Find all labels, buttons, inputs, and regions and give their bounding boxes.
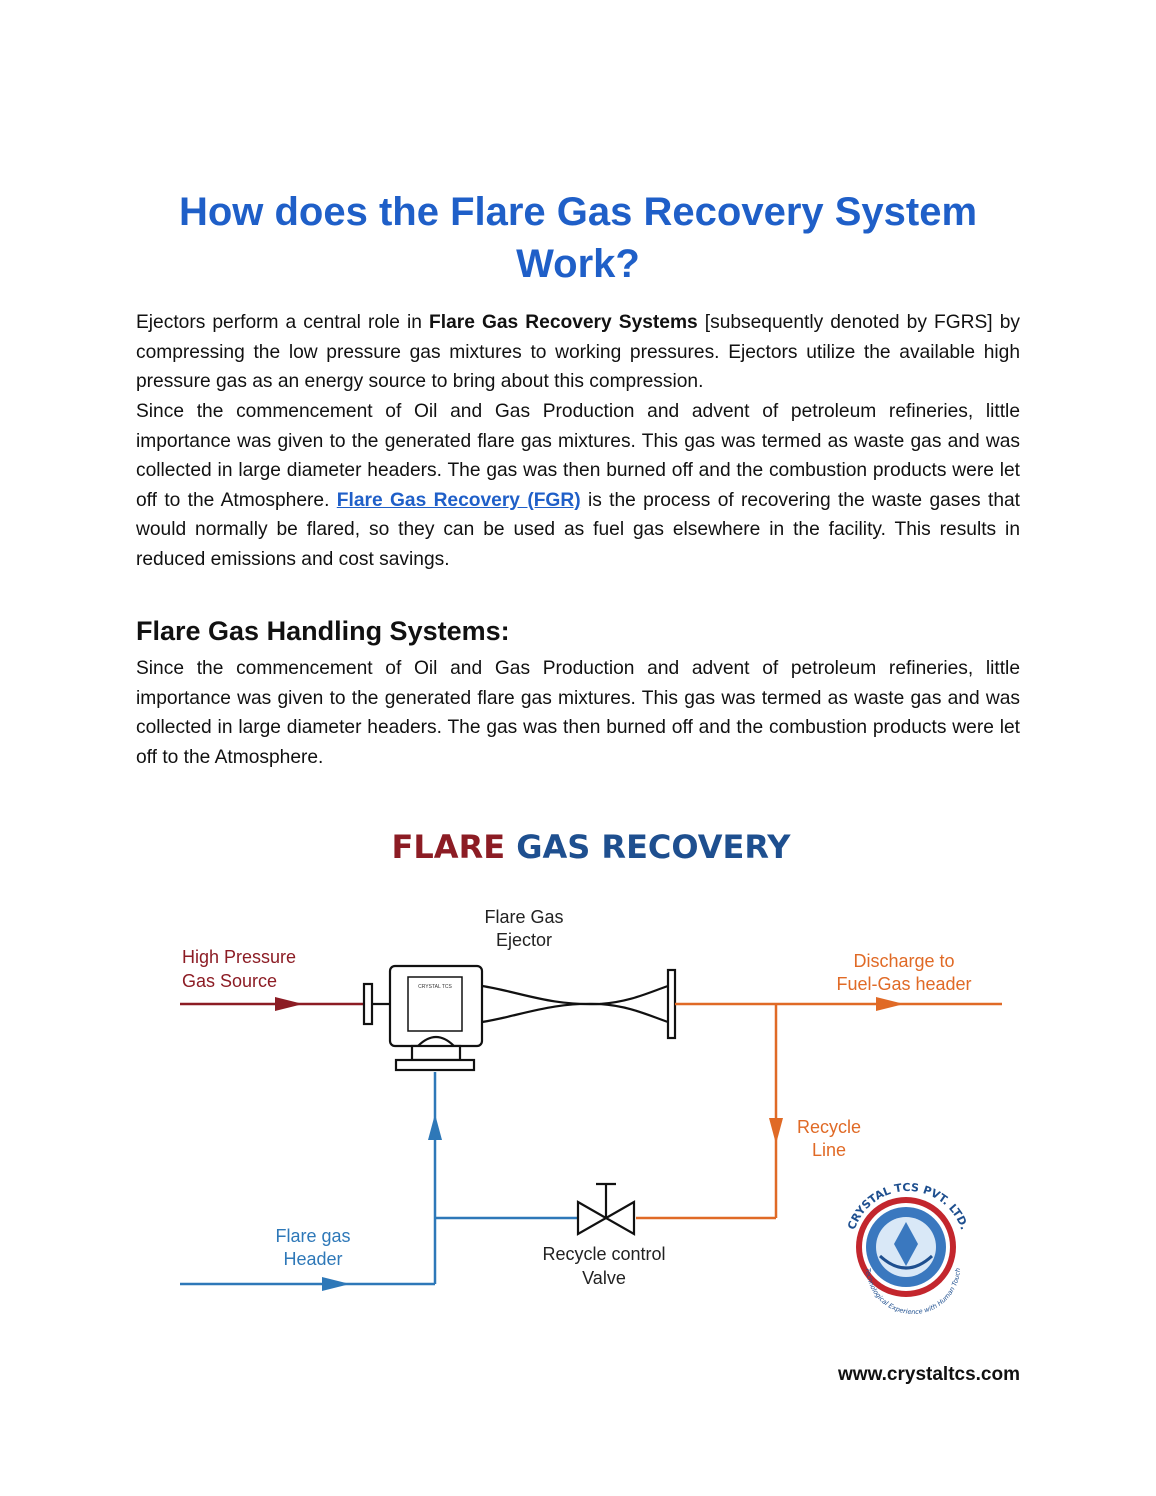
ejector-label-1: Flare Gas [484,907,563,927]
fgr-text-2: is the process of recovering the waste g… [136,489,1020,570]
flare-header-line [180,1072,578,1286]
section-paragraph: Since the commencement of Oil and Gas Pr… [136,658,1020,768]
ejector-body [362,964,677,1072]
footer-website[interactable]: www.crystaltcs.com [838,1364,1020,1385]
diagram-title: FLARE GAS RECOVERY [392,828,792,866]
intro-text-2: [subsequently denoted by FGRS] by compre… [136,312,1020,393]
up-flow-arrow-icon [428,1114,442,1140]
discharge-line [636,1002,1002,1220]
flare-header-label-2: Header [283,1249,342,1269]
valve-label-1: Recycle control [542,1244,665,1264]
page-title: How does the Flare Gas Recovery System W… [178,190,978,286]
flare-flow-arrow-icon [322,1277,350,1291]
intro-paragraph: Ejectors perform a central role in Flare… [136,308,1020,397]
intro-text-1: Ejectors perform a central role in [136,312,430,333]
section-heading: Flare Gas Handling Systems: [136,616,510,646]
valve-label-2: Valve [582,1268,626,1288]
flare-header-label-1: Flare gas [275,1226,350,1246]
ejector-label-2: Ejector [496,930,552,950]
fgr-text-1: Since the commencement of Oil and Gas Pr… [136,401,1020,511]
valve-icon [576,1182,636,1236]
diagram-title-flare: FLARE [392,828,506,866]
recycle-line-label-1: Recycle [797,1117,861,1137]
recycle-flow-arrow-icon [769,1118,783,1144]
fgr-paragraph: Since the commencement of Oil and Gas Pr… [136,397,1020,575]
hp-gas-line [180,997,366,1011]
logo-hand-icon [878,1254,934,1270]
hp-source-label-2: Gas Source [182,971,277,991]
discharge-label-2: Fuel-Gas header [836,974,971,994]
company-logo: CRYSTAL TCS PVT. LTD. Technological Expe… [845,1181,971,1316]
flare-gas-recovery-diagram: FLARE GAS RECOVERY Flare Gas Ejector Hig… [180,828,1002,1316]
ejector-plate-text: CRYSTAL TCS [418,984,452,990]
diagram-title-gas-recovery: GAS RECOVERY [516,828,791,866]
discharge-flow-arrow-icon [876,997,904,1011]
fgr-link[interactable]: Flare Gas Recovery (FGR) [336,489,581,511]
hp-source-label-1: High Pressure [182,947,296,967]
logo-diamond-icon [894,1222,918,1266]
hp-flow-arrow-icon [275,997,303,1011]
intro-bold-term: Flare Gas Recovery Systems [429,312,698,333]
discharge-label-1: Discharge to [853,951,954,971]
recycle-line-label-2: Line [812,1140,846,1160]
